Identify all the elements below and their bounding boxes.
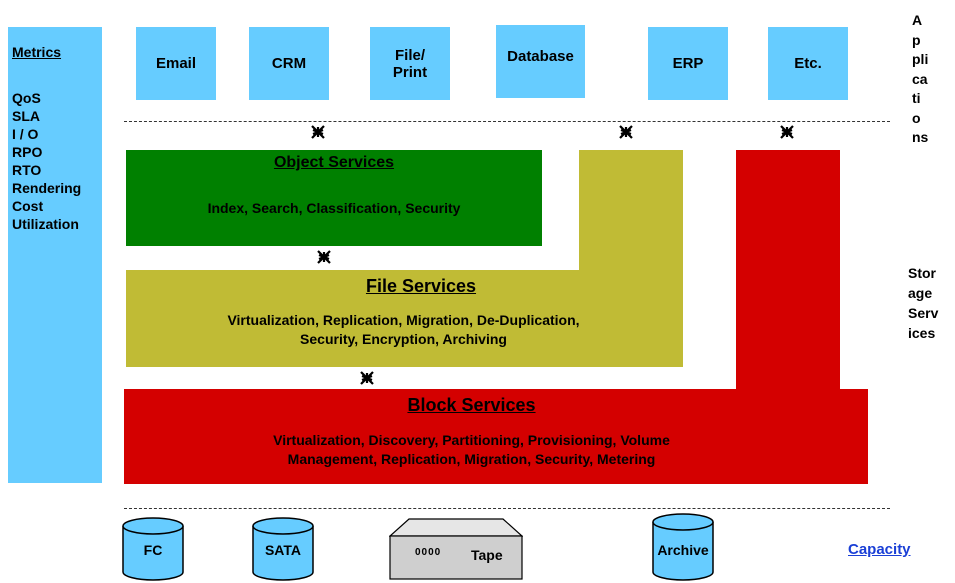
metric-item: SLA (12, 108, 40, 124)
connector-icon (317, 250, 331, 264)
archive-disk-icon (652, 513, 714, 581)
metric-item: I / O (12, 126, 39, 142)
storage-divider (124, 508, 890, 509)
app-database-box: Database (496, 25, 585, 98)
object-services-shape (126, 150, 542, 246)
tape-drive-icon (389, 518, 523, 580)
sata-disk-icon (252, 517, 314, 581)
connector-icon (311, 125, 325, 139)
app-etc-box: Etc. (768, 27, 848, 100)
fc-disk-icon (122, 517, 184, 581)
block-services-title: Block Services (407, 395, 536, 415)
block-services-description: Virtualization, Discovery, Partitioning,… (273, 432, 670, 467)
block-services-shape (124, 150, 868, 484)
connector-icon (360, 371, 374, 385)
metric-item: Utilization (12, 216, 79, 232)
metrics-list: QoS SLA I / O RPO RTO Rendering Cost Uti… (12, 89, 81, 233)
app-erp-label: ERP (672, 55, 704, 72)
app-erp-box: ERP (648, 27, 728, 100)
object-services-description: Index, Search, Classification, Security (207, 200, 461, 216)
metrics-title: Metrics (12, 44, 62, 60)
tape-slots: 0000 (415, 547, 442, 558)
archive-label: Archive (657, 542, 709, 558)
app-email-box: Email (136, 27, 216, 100)
app-database-label: Database (507, 48, 574, 65)
app-crm-label: CRM (271, 55, 307, 72)
metric-item: QoS (12, 90, 41, 106)
app-file-print-label: File/ Print (392, 46, 428, 81)
metric-item: RPO (12, 144, 43, 160)
metric-item: Rendering (12, 180, 82, 196)
metric-item: Cost (12, 198, 44, 214)
applications-divider (124, 121, 890, 122)
connector-icon (619, 125, 633, 139)
tape-label: Tape (471, 547, 503, 563)
app-email-label: Email (155, 55, 197, 72)
file-services-description: Virtualization, Replication, Migration, … (227, 312, 580, 347)
app-crm-box: CRM (249, 27, 329, 100)
metrics-panel: Metrics QoS SLA I / O RPO RTO Rendering … (8, 27, 102, 483)
app-file-print-box: File/ Print (370, 27, 450, 100)
capacity-link[interactable]: Capacity (848, 541, 911, 558)
fc-label: FC (143, 542, 163, 558)
app-etc-label: Etc. (794, 55, 822, 72)
applications-label: A p pli ca ti o ns (912, 12, 929, 145)
file-services-shape (126, 150, 683, 367)
connector-icon (780, 125, 794, 139)
file-services-title: File Services (365, 276, 477, 296)
object-services-title: Object Services (273, 154, 395, 171)
metric-item: RTO (12, 162, 42, 178)
storage-services-label: Stor age Serv ices (908, 265, 939, 341)
sata-label: SATA (264, 542, 302, 558)
